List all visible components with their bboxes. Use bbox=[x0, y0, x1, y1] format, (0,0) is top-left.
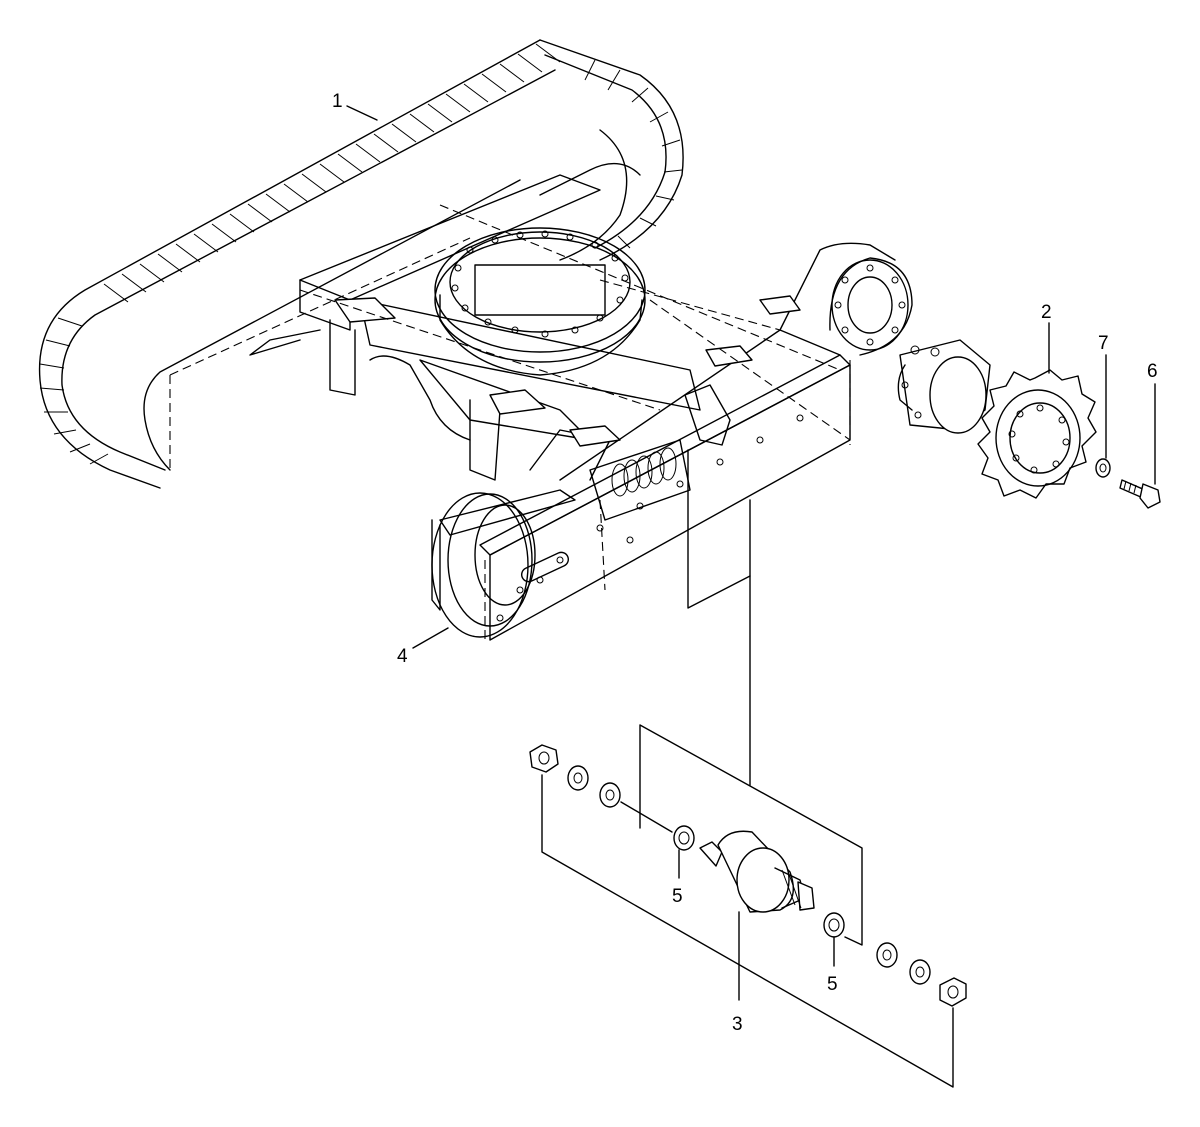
sprocket-washer bbox=[1095, 458, 1111, 478]
callout-label-2: 2 bbox=[1041, 302, 1052, 323]
roller-washer-right-outer bbox=[909, 959, 931, 985]
callout-6: 6 bbox=[1147, 361, 1158, 485]
callout-label-7: 7 bbox=[1098, 333, 1109, 354]
callout-4: 4 bbox=[397, 627, 449, 667]
roller-washer-left-inner bbox=[599, 782, 621, 808]
assembly-dashed-lines bbox=[169, 204, 851, 640]
assembly-bracket-lines bbox=[541, 449, 954, 1088]
roller-washer-right-inner bbox=[876, 942, 898, 968]
roller-spacer-right bbox=[823, 912, 845, 938]
carrier-roller bbox=[699, 830, 815, 913]
sprocket-bolt bbox=[1119, 479, 1161, 509]
callout-label-5a: 5 bbox=[672, 886, 683, 907]
roller-nut-right bbox=[939, 977, 967, 1007]
drive-sprocket bbox=[977, 369, 1097, 499]
callout-label-5b: 5 bbox=[827, 974, 838, 995]
track-frame bbox=[249, 174, 701, 481]
roller-nut-left bbox=[529, 744, 559, 773]
callout-2: 2 bbox=[1041, 302, 1052, 374]
callout-1: 1 bbox=[332, 91, 378, 121]
callout-5b: 5 bbox=[827, 936, 838, 995]
idler-wheel bbox=[431, 492, 536, 638]
frame-brackets bbox=[334, 295, 801, 447]
callout-label-4: 4 bbox=[397, 646, 408, 667]
callout-label-6: 6 bbox=[1147, 361, 1158, 382]
callout-label-1: 1 bbox=[332, 91, 343, 112]
track-adjuster-spring bbox=[589, 384, 731, 521]
travel-motor bbox=[897, 339, 991, 434]
callout-7: 7 bbox=[1098, 333, 1109, 459]
callout-label-3: 3 bbox=[732, 1014, 743, 1035]
roller-spacer-left bbox=[673, 825, 695, 851]
roller-washer-left-outer bbox=[567, 765, 589, 791]
callout-5a: 5 bbox=[672, 849, 683, 907]
slewing-ring bbox=[434, 227, 646, 376]
track-belt bbox=[38, 39, 684, 489]
callout-3: 3 bbox=[732, 911, 743, 1035]
